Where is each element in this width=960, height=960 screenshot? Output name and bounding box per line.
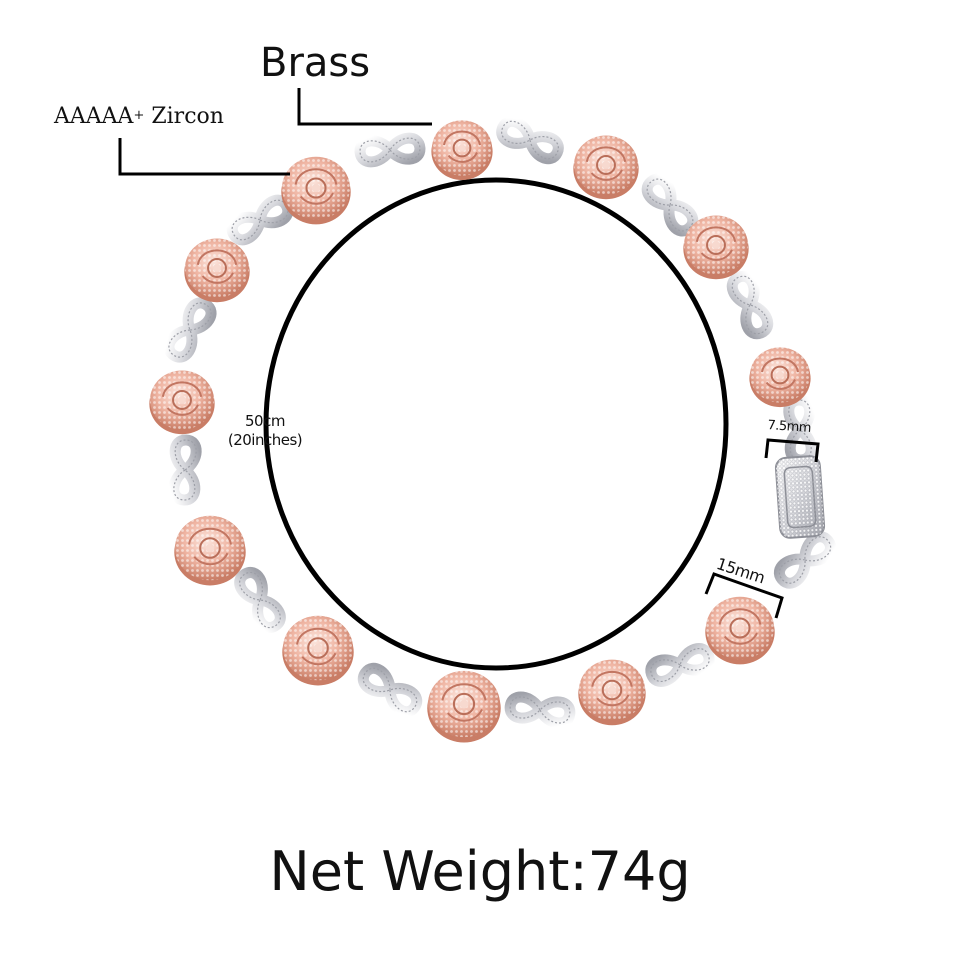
rose-flower-icon	[705, 596, 775, 665]
infinity-link-icon	[357, 662, 423, 718]
clasp-width-label: 7.5mm	[766, 418, 812, 436]
length-inches: (20inches)	[227, 431, 303, 449]
rose-flower-icon	[573, 135, 639, 200]
stone-grade-plus: +	[133, 108, 145, 123]
stone-grade: AAAAA	[54, 104, 134, 129]
rose-flower-icon	[149, 370, 215, 435]
infinity-link-icon	[645, 643, 715, 687]
stone-leader-line	[118, 138, 290, 176]
box-clasp-icon	[774, 455, 826, 539]
rose-flower-icon	[749, 347, 811, 408]
infinity-link-icon	[354, 132, 426, 168]
infinity-link-icon	[726, 270, 774, 340]
net-weight-label: Net Weight:74g	[269, 840, 691, 903]
infinity-link-icon	[504, 691, 576, 729]
rose-flower-icon	[281, 156, 351, 225]
infinity-link-icon	[226, 194, 294, 246]
rose-flower-icon	[282, 615, 354, 686]
material-label: Brass	[260, 40, 371, 86]
size-ring	[263, 177, 729, 671]
length-label: 50cm (20inches)	[215, 412, 315, 450]
infinity-link-icon	[773, 531, 837, 589]
infinity-link-icon	[168, 434, 202, 506]
infinity-link-icon	[496, 115, 564, 165]
clasp-width-bracket	[764, 438, 820, 463]
rose-flower-icon	[427, 670, 501, 743]
infinity-link-icon	[234, 567, 286, 633]
flower-width-bracket	[704, 572, 784, 619]
infinity-link-icon	[783, 394, 817, 466]
chain-links	[163, 115, 837, 729]
rose-flower-icon	[578, 659, 646, 726]
rose-flower-icon	[431, 120, 493, 181]
infinity-link-icon	[163, 297, 217, 363]
stone-label: AAAAA+ Zircon	[54, 104, 224, 129]
rose-flower-icon	[683, 215, 749, 280]
rose-flower-icon	[174, 515, 246, 586]
length-cm: 50cm	[245, 412, 285, 430]
rose-flower-icon	[184, 238, 250, 303]
stone-type: Zircon	[144, 104, 224, 129]
infinity-link-icon	[641, 173, 699, 237]
material-leader-line	[297, 88, 432, 126]
rose-flowers	[149, 120, 811, 743]
